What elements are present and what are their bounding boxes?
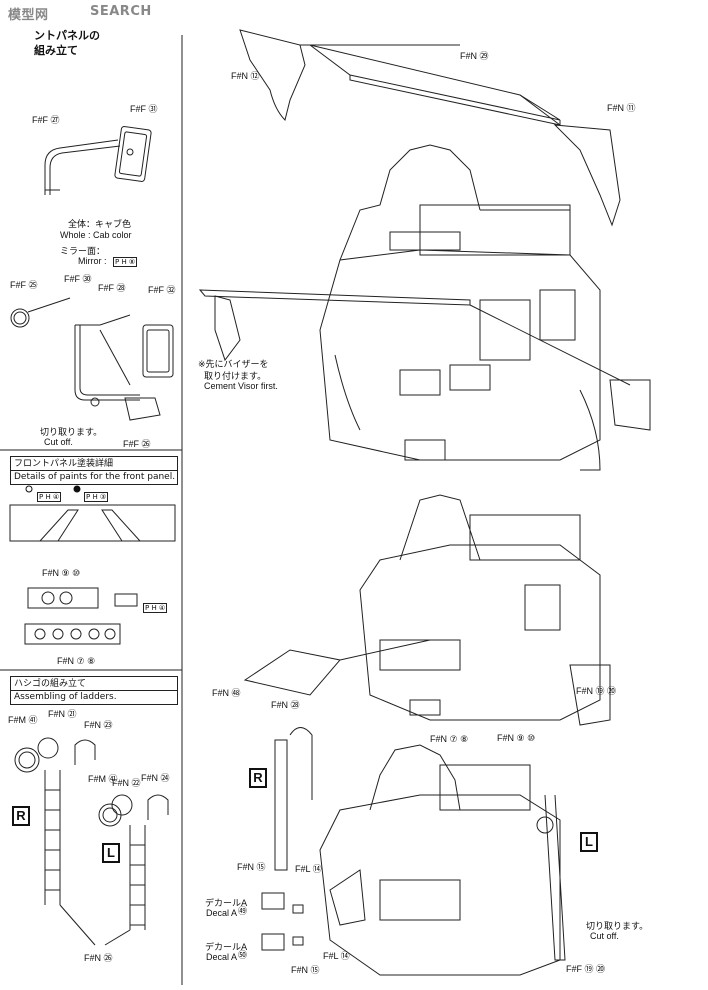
ladder-l bbox=[59, 794, 169, 946]
part-label-ff1920: F#F ⑲ ⑳ bbox=[566, 964, 606, 974]
truck-cab-3 bbox=[261, 727, 566, 976]
legend-filled-chip: P H ③ bbox=[84, 492, 109, 502]
part-label-ff25: F#F ㉕ bbox=[10, 280, 38, 290]
part-label-ff27: F#F ㉗ bbox=[32, 115, 60, 125]
decal-a-en-1: Decal A bbox=[206, 908, 238, 918]
part-label-ff26: F#F ㉖ bbox=[123, 439, 151, 449]
step-title-line2: 組み立て bbox=[34, 44, 78, 57]
ladder-l-marker: L bbox=[102, 843, 120, 863]
light-chip-wrap: P H ④ bbox=[142, 595, 168, 614]
part-label-fm61b: F#M ㊶ bbox=[88, 774, 118, 784]
step-title-line1: ントパネルの bbox=[34, 29, 100, 42]
part-label-fn29: F#N ㉙ bbox=[460, 51, 489, 61]
part-label-fn910: F#N ⑨ ⑩ bbox=[42, 568, 81, 578]
part-label-fl14a: F#L ⑭ bbox=[295, 864, 322, 874]
part-label-fn28: F#N ㉘ bbox=[271, 700, 300, 710]
decal-a-num-1: ㊾ bbox=[238, 906, 248, 916]
ladder-r bbox=[14, 737, 96, 905]
decal-a-jp-2: デカールA bbox=[205, 943, 248, 953]
part-label-fn26: F#N ㉖ bbox=[84, 953, 113, 963]
decal-a-jp-1: デカールA bbox=[205, 899, 248, 909]
part-label-fn67: F#N ㊽ bbox=[212, 688, 241, 698]
paint-whole-en: Whole : Cab color bbox=[60, 230, 132, 240]
part-label-ff28: F#F ㉘ bbox=[98, 283, 126, 293]
part-label-mid-fn78: F#N ⑦ ⑧ bbox=[430, 734, 469, 744]
part-label-fn1920: F#N ⑲ ⑳ bbox=[576, 686, 617, 696]
decal-a-num-2: ㊿ bbox=[238, 950, 248, 960]
front-panel-box: フロントパネル塗装詳細 Details of paints for the fr… bbox=[10, 456, 178, 485]
part-label-fn21: F#N ㉑ bbox=[48, 709, 77, 719]
bottom-cut-en: Cut off. bbox=[590, 931, 619, 941]
part-label-fn23: F#N ㉓ bbox=[84, 720, 113, 730]
part-label-ff30: F#F ㉚ bbox=[64, 274, 92, 284]
part-label-fn24: F#N ㉔ bbox=[141, 773, 170, 783]
part-label-fn22: F#N ㉒ bbox=[112, 778, 141, 788]
mirror-assembly-2 bbox=[10, 297, 174, 421]
truck-cab-2 bbox=[243, 494, 611, 726]
cut-note-en: Cut off. bbox=[44, 437, 73, 447]
ladder-box-en: Assembling of ladders. bbox=[11, 690, 177, 703]
front-panel-box-en: Details of paints for the front panel. bbox=[11, 470, 177, 483]
visor-note-jp1: ※先にバイザーを bbox=[198, 360, 269, 370]
light-bar-2 bbox=[24, 623, 121, 645]
part-label-mid-fn910: F#N ⑨ ⑩ bbox=[497, 733, 536, 743]
visor-note-jp2: 取り付けます。 bbox=[204, 372, 267, 382]
part-label-fn15a: F#N ⑮ bbox=[237, 862, 266, 872]
front-panel-strip bbox=[9, 504, 176, 542]
decal-a-en-2: Decal A bbox=[206, 952, 238, 962]
part-label-fl14b: F#L ⑭ bbox=[323, 951, 350, 961]
part-label-ff32: F#F ㉜ bbox=[148, 285, 176, 295]
ladder-box-jp: ハシゴの組み立て bbox=[14, 679, 87, 689]
bottom-l-marker: L bbox=[580, 832, 598, 852]
legend-open-wrap: P H ④ bbox=[36, 484, 62, 503]
front-panel-box-jp: フロントパネル塗装詳細 bbox=[14, 459, 114, 469]
bottom-cut-jp: 切り取ります。 bbox=[586, 922, 649, 932]
ladder-r-marker: R bbox=[12, 806, 30, 826]
part-label-fn15b: F#N ⑮ bbox=[291, 965, 320, 975]
legend-filled-wrap: P H ③ bbox=[83, 484, 109, 503]
paint-mirror-chip: P H ⑧ bbox=[113, 257, 138, 267]
visor-diagram bbox=[239, 29, 621, 227]
part-label-fm61a: F#M ㊶ bbox=[8, 715, 38, 725]
paint-mirror-jp: ミラー面： bbox=[60, 247, 106, 257]
light-chip: P H ④ bbox=[143, 603, 168, 613]
truck-cab-1 bbox=[198, 144, 651, 471]
legend-open-chip: P H ④ bbox=[37, 492, 62, 502]
bottom-r-marker: R bbox=[249, 768, 267, 788]
part-label-fn12: F#N ⑫ bbox=[231, 71, 260, 81]
part-label-ff31: F#F ㉛ bbox=[130, 104, 158, 114]
cut-note-jp: 切り取ります。 bbox=[40, 428, 103, 438]
watermark-brand: 模型网 bbox=[8, 8, 49, 23]
ladder-box: ハシゴの組み立て Assembling of ladders. bbox=[10, 676, 178, 705]
watermark-search: SEARCH bbox=[90, 4, 152, 19]
mirror-assembly-1 bbox=[44, 126, 152, 195]
part-label-fn11: F#N ⑪ bbox=[607, 103, 636, 113]
part-label-fn78: F#N ⑦ ⑧ bbox=[57, 656, 96, 666]
paint-mirror-en: Mirror : bbox=[78, 256, 107, 266]
paint-whole-jp: 全体：キャブ色 bbox=[68, 220, 132, 230]
paint-mirror-chip-wrap: P H ⑧ bbox=[112, 249, 138, 268]
light-bar-1 bbox=[27, 587, 138, 609]
visor-note-en: Cement Visor first. bbox=[204, 381, 278, 391]
